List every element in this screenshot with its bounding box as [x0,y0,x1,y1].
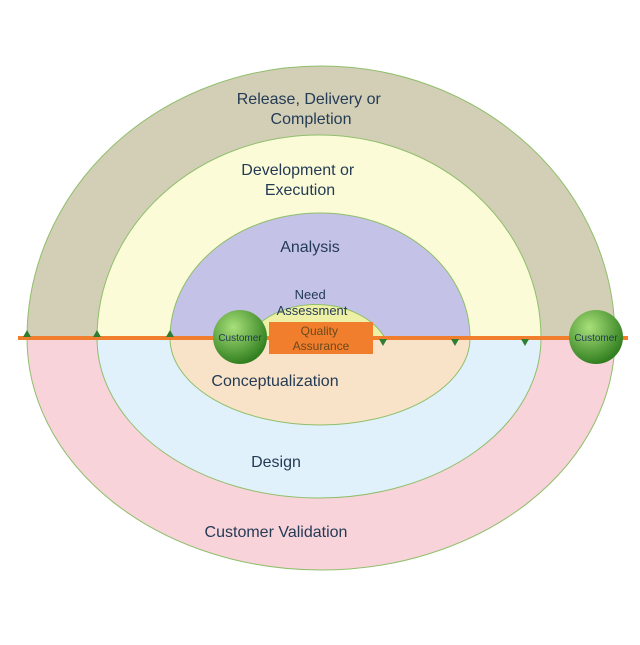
quality-assurance-label: Quality Assurance [293,324,350,353]
arrow-up-icon [93,330,101,337]
customer-sphere-outer [569,310,623,364]
development-execution-label: Development or Execution [241,162,358,199]
analysis-ring [169,212,471,339]
analysis-label: Analysis [280,239,340,256]
arrow-down-icon [451,339,459,346]
customer-center-label: Customer [218,333,262,344]
quality-assurance-box [269,322,373,354]
customer-sphere-center [213,310,267,364]
conceptualization-label: Conceptualization [211,373,338,390]
arrow-up-icon [23,330,31,337]
customer-outer-label: Customer [574,333,618,344]
customer-validation-label: Customer Validation [205,524,348,541]
arrow-up-icon [166,330,174,337]
arrow-down-icon [521,339,529,346]
arrow-down-icon [379,339,387,346]
release-delivery-label: Release, Delivery or Completion [237,91,386,128]
need-assessment-label: Need Assessment [277,287,348,318]
design-label: Design [251,454,301,471]
